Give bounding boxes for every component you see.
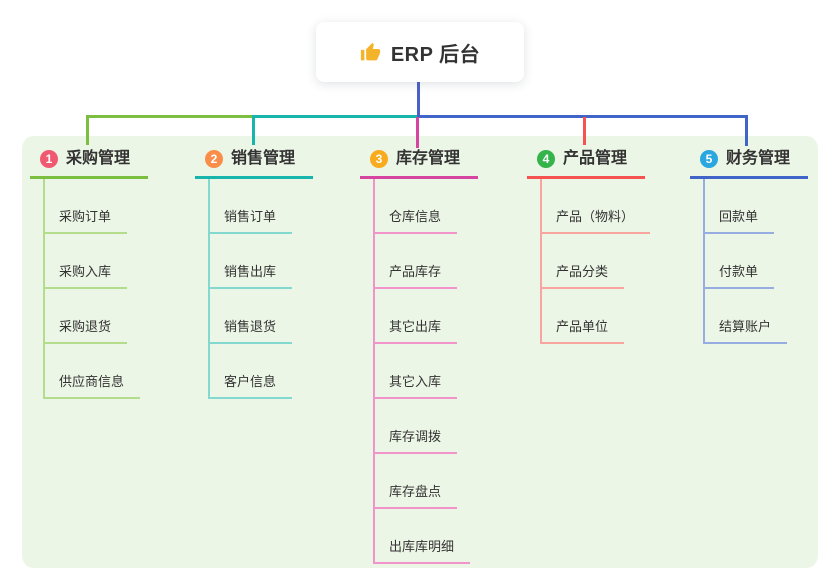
- trunk-line: [417, 82, 420, 116]
- connector-h-branch-5: [417, 115, 748, 118]
- branch-2: 2 销售管理销售订单销售出库销售退货客户信息: [195, 148, 314, 399]
- branch-1: 1 采购管理采购订单采购入库采购退货供应商信息: [30, 148, 149, 399]
- branch-2-child-4[interactable]: 客户信息: [210, 344, 293, 399]
- root-node[interactable]: ERP 后台: [316, 22, 524, 82]
- branch-3-child-3[interactable]: 其它出库: [375, 289, 458, 344]
- branch-3-child-6[interactable]: 库存盘点: [375, 454, 458, 509]
- branch-1-number-badge: 1: [40, 150, 58, 168]
- connector-drop-branch-1: [86, 115, 89, 145]
- branch-3-child-7[interactable]: 出库库明细: [375, 509, 471, 564]
- connector-drop-branch-2: [252, 115, 255, 145]
- branch-3-child-1[interactable]: 仓库信息: [375, 179, 458, 234]
- branch-3: 3 库存管理仓库信息产品库存其它出库其它入库库存调拨库存盘点出库库明细: [360, 148, 479, 564]
- connector-drop-branch-3: [416, 117, 419, 148]
- connector-drop-branch-5: [745, 115, 748, 146]
- branch-1-children: 采购订单采购入库采购退货供应商信息: [43, 179, 148, 399]
- branch-3-child-2[interactable]: 产品库存: [375, 234, 458, 289]
- branch-1-child-4[interactable]: 供应商信息: [45, 344, 141, 399]
- root-node-label: ERP 后台: [390, 43, 481, 66]
- branch-1-title[interactable]: 1 采购管理: [30, 148, 149, 179]
- branch-5-child-3[interactable]: 结算账户: [705, 289, 788, 344]
- branch-5-number-badge: 5: [700, 150, 718, 168]
- branch-4-child-2[interactable]: 产品分类: [542, 234, 625, 289]
- branch-4: 4 产品管理产品（物料）产品分类产品单位: [527, 148, 651, 344]
- branches-panel: [22, 136, 818, 568]
- branch-3-child-4[interactable]: 其它入库: [375, 344, 458, 399]
- branch-4-child-3[interactable]: 产品单位: [542, 289, 625, 344]
- branch-4-number-badge: 4: [537, 150, 555, 168]
- branch-4-children: 产品（物料）产品分类产品单位: [540, 179, 651, 344]
- branch-3-title-label: 库存管理: [396, 150, 461, 167]
- branch-4-child-1[interactable]: 产品（物料）: [542, 179, 651, 234]
- branch-5-children: 回款单付款单结算账户: [703, 179, 808, 344]
- thumbs-up-icon: [360, 42, 381, 63]
- branch-2-child-1[interactable]: 销售订单: [210, 179, 293, 234]
- branch-3-children: 仓库信息产品库存其它出库其它入库库存调拨库存盘点出库库明细: [373, 179, 478, 564]
- branch-1-child-3[interactable]: 采购退货: [45, 289, 128, 344]
- branch-5-child-1[interactable]: 回款单: [705, 179, 775, 234]
- branch-1-child-2[interactable]: 采购入库: [45, 234, 128, 289]
- branch-2-title-label: 销售管理: [231, 150, 296, 167]
- branch-2-number-badge: 2: [205, 150, 223, 168]
- branch-1-child-1[interactable]: 采购订单: [45, 179, 128, 234]
- branch-2-title[interactable]: 2 销售管理: [195, 148, 314, 179]
- connector-drop-branch-4: [583, 117, 586, 145]
- branch-5-title-label: 财务管理: [726, 150, 791, 167]
- branch-3-child-5[interactable]: 库存调拨: [375, 399, 458, 454]
- branch-2-children: 销售订单销售出库销售退货客户信息: [208, 179, 313, 399]
- branch-3-title[interactable]: 3 库存管理: [360, 148, 479, 179]
- branch-2-child-2[interactable]: 销售出库: [210, 234, 293, 289]
- branch-1-title-label: 采购管理: [66, 150, 131, 167]
- branch-3-number-badge: 3: [370, 150, 388, 168]
- branch-5: 5 财务管理回款单付款单结算账户: [690, 148, 809, 344]
- branch-4-title[interactable]: 4 产品管理: [527, 148, 646, 179]
- branch-4-title-label: 产品管理: [563, 150, 628, 167]
- branch-2-child-3[interactable]: 销售退货: [210, 289, 293, 344]
- connector-h-branch-2: [253, 115, 417, 118]
- branch-5-child-2[interactable]: 付款单: [705, 234, 775, 289]
- branch-5-title[interactable]: 5 财务管理: [690, 148, 809, 179]
- connector-h-branch-1: [86, 115, 253, 118]
